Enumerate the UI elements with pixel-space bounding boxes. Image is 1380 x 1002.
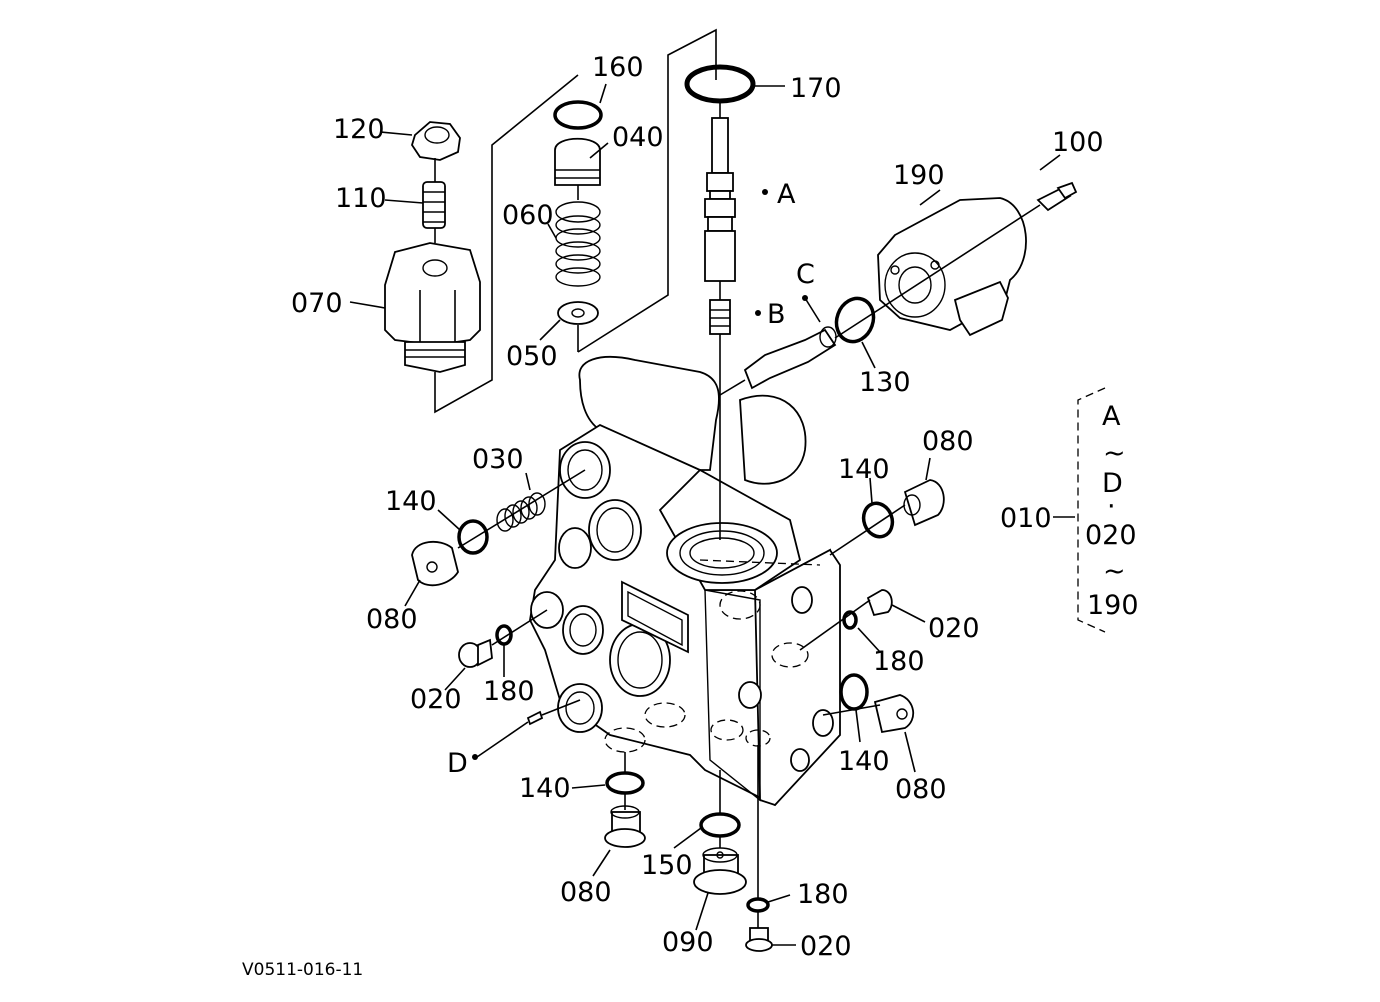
oring-140-right-upper xyxy=(861,501,895,539)
legend-mid: D xyxy=(1102,468,1123,499)
nut-120 xyxy=(411,121,461,161)
plug-080-right-lower xyxy=(873,694,914,734)
label-D: D xyxy=(447,748,468,779)
label-140-bottom: 140 xyxy=(519,773,571,804)
label-080-bottom: 080 xyxy=(560,877,612,908)
label-040: 040 xyxy=(612,122,664,153)
oring-140-bottom xyxy=(605,771,645,795)
label-180-right: 180 xyxy=(873,646,925,677)
label-020-right: 020 xyxy=(928,613,980,644)
drawing-code: V0511-016-11 xyxy=(242,960,363,980)
plug-070 xyxy=(384,242,481,373)
plug-080-left xyxy=(411,540,459,587)
label-140-right-upper: 140 xyxy=(838,454,890,485)
valve-body xyxy=(529,356,841,807)
label-140-left: 140 xyxy=(385,486,437,517)
reference-dots xyxy=(472,189,808,760)
label-140-right-lower: 140 xyxy=(838,746,890,777)
label-180-bottom: 180 xyxy=(797,879,849,910)
spring-060 xyxy=(555,201,601,287)
adjust-screw-110 xyxy=(422,181,446,229)
plug-080-bottom xyxy=(604,805,646,848)
oring-180-bottom xyxy=(746,897,770,913)
oring-140-right-lower xyxy=(839,673,869,711)
plunger-C xyxy=(743,326,837,390)
label-A: A xyxy=(777,179,796,210)
spool-A xyxy=(704,117,736,282)
label-C: C xyxy=(796,259,815,290)
legend-text: A ~ D · 020 ~ 190 xyxy=(1085,401,1139,621)
label-060: 060 xyxy=(502,200,554,231)
label-120: 120 xyxy=(333,114,385,145)
part-labels: 160 170 120 040 100 190 A 110 060 C 070 … xyxy=(291,52,1104,962)
label-130: 130 xyxy=(859,367,911,398)
plug-080-right-upper xyxy=(903,479,945,527)
legend-bracket xyxy=(1077,387,1106,633)
label-180-left: 180 xyxy=(483,676,535,707)
solenoid-190 xyxy=(877,197,1027,337)
plug-020-left xyxy=(458,638,493,668)
label-190: 190 xyxy=(893,160,945,191)
plug-090 xyxy=(693,847,747,895)
oring-130 xyxy=(834,296,876,344)
plug-020-bottom xyxy=(745,927,773,952)
oring-170 xyxy=(684,64,756,104)
plug-020-right xyxy=(866,589,893,617)
label-070: 070 xyxy=(291,288,343,319)
oring-180-right xyxy=(842,610,858,630)
label-100: 100 xyxy=(1052,127,1104,158)
legend-top: A xyxy=(1102,401,1121,432)
label-010: 010 xyxy=(1000,503,1052,534)
label-080-left: 080 xyxy=(366,604,418,635)
legend-to: 190 xyxy=(1087,590,1139,621)
legend-dot: · xyxy=(1107,491,1116,522)
legend-from: 020 xyxy=(1085,520,1137,551)
label-160: 160 xyxy=(592,52,644,83)
label-020-left: 020 xyxy=(410,684,462,715)
oring-160 xyxy=(553,100,603,130)
oring-140-left xyxy=(457,519,489,555)
label-B: B xyxy=(767,299,786,330)
label-090: 090 xyxy=(662,927,714,958)
label-080-right-upper: 080 xyxy=(922,426,974,457)
insert-B xyxy=(709,299,731,335)
oring-150 xyxy=(699,812,741,838)
label-150: 150 xyxy=(641,850,693,881)
screw-100 xyxy=(1036,181,1078,212)
poppet-040 xyxy=(554,137,601,186)
label-170: 170 xyxy=(790,73,842,104)
oring-180-left xyxy=(495,624,513,646)
label-080-right-lower: 080 xyxy=(895,774,947,805)
washer-050 xyxy=(557,301,599,325)
leader-lines xyxy=(349,83,1075,946)
label-030: 030 xyxy=(472,444,524,475)
pin-D xyxy=(526,710,544,726)
legend-tilde-1: ~ xyxy=(1103,438,1126,469)
label-110: 110 xyxy=(335,183,387,214)
label-020-bottom: 020 xyxy=(800,931,852,962)
label-050: 050 xyxy=(506,341,558,372)
legend-tilde-2: ~ xyxy=(1103,556,1126,587)
